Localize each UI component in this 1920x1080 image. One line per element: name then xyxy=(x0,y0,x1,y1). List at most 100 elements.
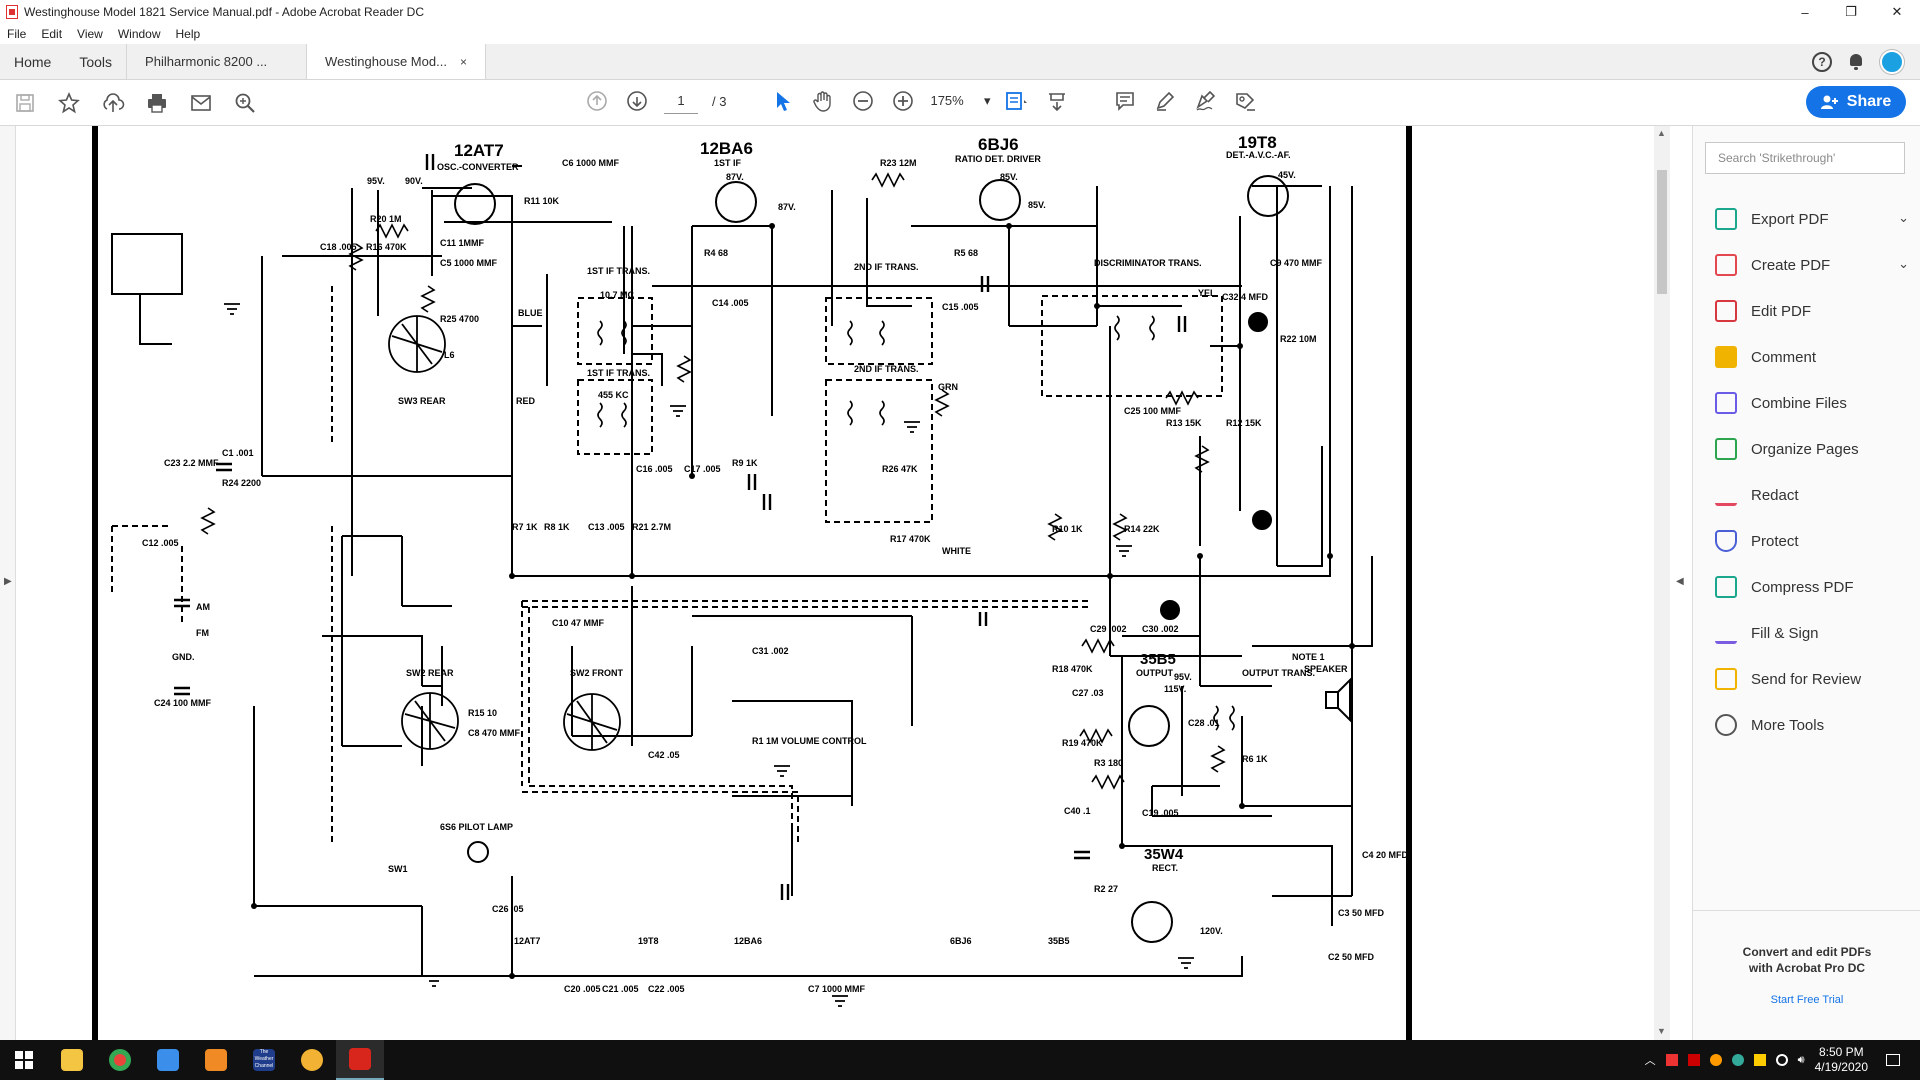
zoom-level-select[interactable]: 175% ▾ xyxy=(930,93,990,109)
notifications-bell-icon[interactable] xyxy=(1848,53,1864,71)
chrome-taskbar-icon[interactable] xyxy=(96,1040,144,1080)
component-label: R18 470K xyxy=(1052,664,1093,674)
share-button[interactable]: Share xyxy=(1806,86,1906,118)
menu-view[interactable]: View xyxy=(77,27,103,41)
minimize-button[interactable]: – xyxy=(1801,4,1809,20)
scroll-up-icon[interactable]: ▲ xyxy=(1657,128,1666,138)
menu-window[interactable]: Window xyxy=(117,27,161,41)
select-cursor-icon[interactable] xyxy=(770,88,796,114)
tool-organize-pages[interactable]: Organize Pages xyxy=(1715,426,1915,472)
weather-channel-taskbar-icon[interactable]: The Weather Channel xyxy=(253,1049,275,1071)
paint-taskbar-icon[interactable] xyxy=(144,1040,192,1080)
chevron-right-icon: ▶ xyxy=(4,576,12,587)
tool-more-tools[interactable]: More Tools xyxy=(1715,702,1915,748)
menu-edit[interactable]: Edit xyxy=(41,27,63,41)
document-viewport[interactable]: ▶ 12AT7 OSC.-CONVERTER 12BA6 1ST IF 6BJ6… xyxy=(0,126,1670,1040)
tool-comment[interactable]: Comment xyxy=(1715,334,1915,380)
tool-protect[interactable]: Protect xyxy=(1715,518,1915,564)
highlight-pen-icon[interactable] xyxy=(1152,88,1178,114)
upload-cloud-icon[interactable] xyxy=(100,90,126,116)
tool-create-pdf[interactable]: Create PDF ⌄ xyxy=(1715,242,1915,288)
next-page-icon[interactable] xyxy=(624,88,650,114)
component-label: C10 47 MMF xyxy=(552,618,605,628)
user-avatar[interactable] xyxy=(1880,49,1904,74)
tool-combine-files[interactable]: Combine Files xyxy=(1715,380,1915,426)
fit-page-icon[interactable] xyxy=(1004,88,1030,114)
tube-name: 12BA6 xyxy=(700,139,753,158)
network-icon[interactable] xyxy=(1775,1054,1788,1066)
tool-label: More Tools xyxy=(1751,716,1825,734)
tool-redact[interactable]: Redact xyxy=(1715,472,1915,518)
action-center-icon[interactable] xyxy=(1886,1054,1900,1066)
tube-name: 12AT7 xyxy=(454,141,504,160)
tray-app-icon[interactable] xyxy=(1731,1054,1744,1066)
tray-app-icon[interactable] xyxy=(1665,1054,1678,1066)
clock-date: 4/19/2020 xyxy=(1814,1060,1868,1074)
voltage-label: 115V. xyxy=(1164,684,1186,694)
tray-app-icon[interactable] xyxy=(1709,1054,1722,1066)
sign-icon[interactable] xyxy=(1192,88,1218,114)
component-label: R25 4700 xyxy=(440,314,479,324)
tool-edit-pdf[interactable]: Edit PDF xyxy=(1715,288,1915,334)
start-button[interactable] xyxy=(0,1040,48,1080)
clock[interactable]: 8:50 PM 4/19/2020 xyxy=(1815,1045,1868,1075)
promo-line: with Acrobat Pro DC xyxy=(1748,961,1866,975)
tab-document-philharmonic[interactable]: Philharmonic 8200 ... xyxy=(126,44,306,79)
help-icon[interactable]: ? xyxy=(1812,51,1832,72)
tab-document-westinghouse[interactable]: Westinghouse Mod... × xyxy=(306,44,487,79)
volume-icon[interactable]: 🔊︎ xyxy=(1797,1053,1805,1066)
tool-export-pdf[interactable]: Export PDF ⌄ xyxy=(1715,196,1915,242)
hand-pan-icon[interactable] xyxy=(810,88,836,114)
right-panel-toggle[interactable]: ◀ xyxy=(1670,126,1692,1040)
page-number-input[interactable]: 1 xyxy=(664,88,698,114)
tab-tools[interactable]: Tools xyxy=(79,53,113,70)
tool-send-for-review[interactable]: Send for Review xyxy=(1715,656,1915,702)
component-label: C3 50 MFD xyxy=(1338,908,1385,918)
tube-role: 1ST IF xyxy=(714,158,742,168)
pdf-page: 12AT7 OSC.-CONVERTER 12BA6 1ST IF 6BJ6 R… xyxy=(92,126,1412,1040)
chevron-up-icon[interactable]: ︿ xyxy=(1644,1055,1656,1067)
close-button[interactable]: ✕ xyxy=(1891,4,1903,19)
tab-home[interactable]: Home xyxy=(14,53,52,70)
print-icon[interactable] xyxy=(144,90,170,116)
tool-compress-pdf[interactable]: Compress PDF xyxy=(1715,564,1915,610)
tool-fill-sign[interactable]: Fill & Sign xyxy=(1715,610,1915,656)
component-label: C6 1000 MMF xyxy=(562,158,620,168)
scrollbar-thumb[interactable] xyxy=(1657,170,1667,294)
previous-page-icon[interactable] xyxy=(584,88,610,114)
tray-app-icon[interactable] xyxy=(1687,1054,1700,1066)
left-panel-toggle[interactable]: ▶ xyxy=(0,126,16,1040)
menu-file[interactable]: File xyxy=(7,27,27,41)
tools-search-input[interactable]: Search 'Strikethrough' xyxy=(1705,142,1905,174)
media-player-taskbar-icon[interactable] xyxy=(192,1040,240,1080)
if-transformer-label: 1ST IF TRANS. xyxy=(587,368,650,378)
output-trans-label: OUTPUT TRANS. xyxy=(1242,668,1315,678)
browser-taskbar-icon[interactable] xyxy=(288,1040,336,1080)
speaker-label: SPEAKER xyxy=(1304,664,1348,674)
comment-icon[interactable] xyxy=(1112,88,1138,114)
chevron-down-icon[interactable]: ⌄ xyxy=(1898,256,1909,271)
stamp-icon[interactable] xyxy=(1232,88,1258,114)
zoom-out-icon[interactable] xyxy=(850,88,876,114)
chevron-down-icon[interactable]: ⌄ xyxy=(1898,210,1909,225)
bookmark-star-icon[interactable] xyxy=(56,90,82,116)
voltage-label: 85V. xyxy=(1028,200,1046,210)
menu-help[interactable]: Help xyxy=(175,27,201,41)
vertical-scrollbar[interactable]: ▲ ▼ xyxy=(1654,126,1670,1040)
email-icon[interactable] xyxy=(188,90,214,116)
zoom-in-icon[interactable] xyxy=(890,88,916,114)
search-zoom-icon[interactable] xyxy=(232,90,258,116)
component-label: R3 180 xyxy=(1094,758,1123,768)
scroll-mode-icon[interactable] xyxy=(1044,88,1070,114)
restore-button[interactable]: ❐ xyxy=(1845,4,1857,19)
component-label: C8 470 MMF xyxy=(468,728,521,738)
save-icon[interactable] xyxy=(12,90,38,116)
acrobat-taskbar-icon[interactable] xyxy=(336,1040,384,1080)
frequency-label: 455 KC xyxy=(598,390,629,400)
tab-close-icon[interactable]: × xyxy=(460,54,468,69)
start-free-trial-link[interactable]: Start Free Trial xyxy=(1770,994,1844,1006)
scroll-down-icon[interactable]: ▼ xyxy=(1657,1026,1666,1036)
heater-tube-label: 12BA6 xyxy=(734,936,762,946)
tray-app-icon[interactable] xyxy=(1753,1054,1766,1066)
file-explorer-taskbar-icon[interactable] xyxy=(48,1040,96,1080)
